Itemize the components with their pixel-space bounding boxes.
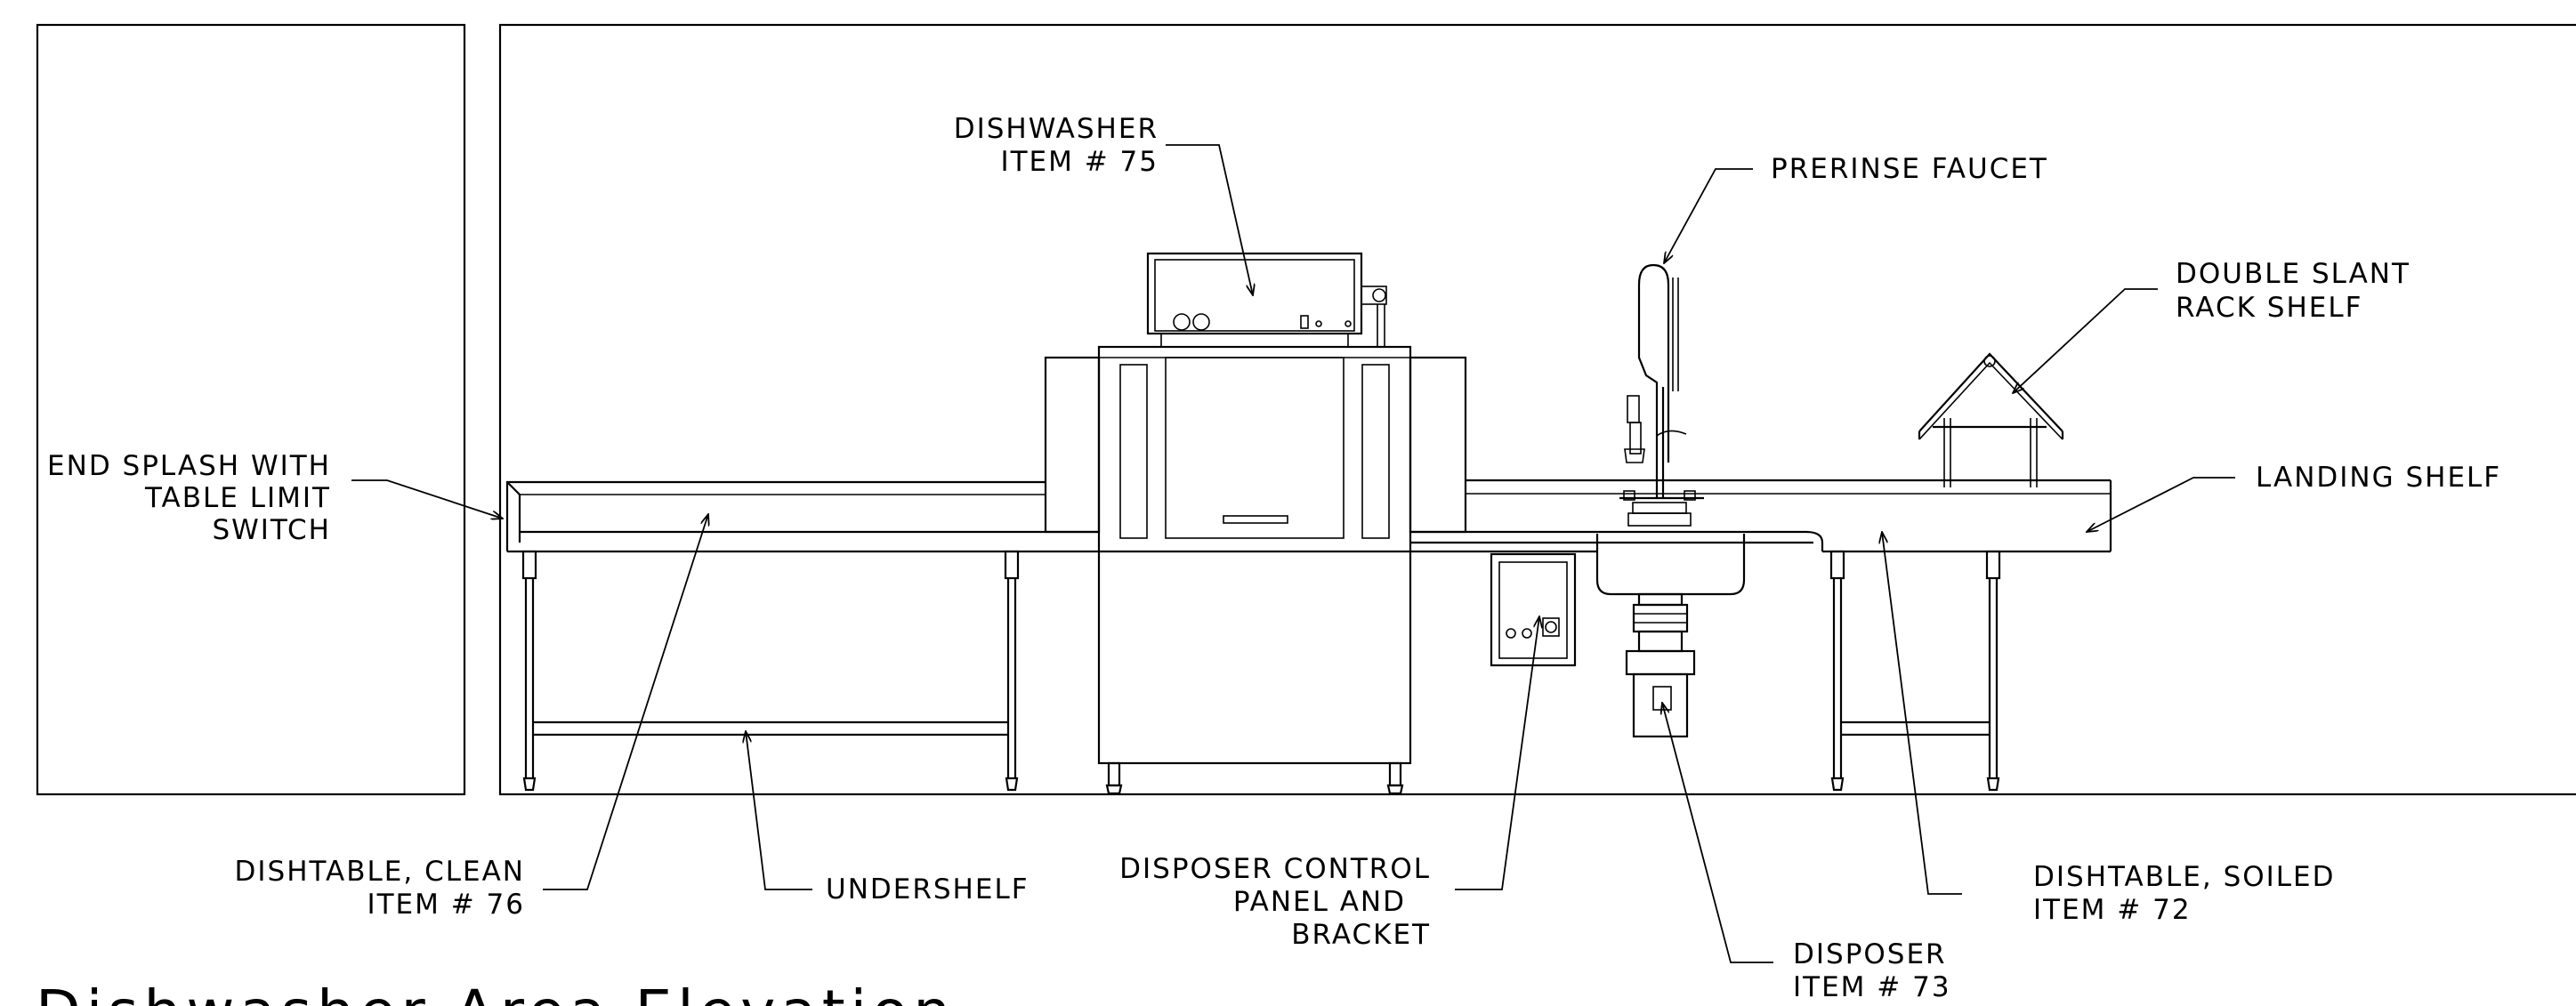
label-dishtable-clean-line2: ITEM # 76 bbox=[367, 889, 525, 921]
label-dishtable-clean-line1: DISHTABLE, CLEAN bbox=[235, 856, 525, 888]
dishtable-soiled bbox=[1410, 479, 2112, 792]
label-landing-shelf: LANDING SHELF bbox=[2256, 462, 2501, 494]
label-dishtable-clean: DISHTABLE, CLEAN ITEM # 76 bbox=[235, 856, 525, 921]
label-disposer-control-panel: DISPOSER CONTROL PANEL AND BRACKET bbox=[1119, 853, 1431, 951]
label-rack-shelf-line2: RACK SHELF bbox=[2176, 292, 2362, 324]
label-disposer-line1: DISPOSER bbox=[1793, 938, 1947, 970]
disposer-control-panel bbox=[1490, 552, 1577, 667]
dishtable-clean bbox=[505, 480, 1099, 792]
label-undershelf-line1: UNDERSHELF bbox=[826, 873, 1030, 905]
label-end-splash-line2: TABLE LIMIT bbox=[144, 482, 331, 514]
double-slant-rack-shelf bbox=[1918, 352, 2064, 487]
label-dishtable-soiled-line1: DISHTABLE, SOILED bbox=[2033, 861, 2336, 893]
label-dishtable-soiled-line2: ITEM # 72 bbox=[2033, 894, 2192, 926]
label-end-splash-line1: END SPLASH WITH bbox=[47, 450, 331, 482]
label-disposer-line2: ITEM # 73 bbox=[1793, 971, 1951, 1003]
leader-lines bbox=[351, 144, 2235, 963]
label-dishwasher-line1: DISHWASHER bbox=[954, 113, 1159, 145]
drawing-title: Dishwasher Area Elevation bbox=[36, 978, 956, 1006]
left-wall-panel bbox=[36, 23, 466, 796]
label-dishwasher: DISHWASHER ITEM # 75 bbox=[954, 113, 1159, 178]
prerinse-faucet bbox=[1619, 263, 1704, 527]
label-double-slant-rack-shelf: DOUBLE SLANT RACK SHELF bbox=[2176, 258, 2410, 324]
label-undershelf: UNDERSHELF bbox=[826, 873, 1030, 905]
label-end-splash-line3: SWITCH bbox=[212, 514, 331, 546]
disposer-unit bbox=[1625, 592, 1696, 738]
label-dishtable-soiled: DISHTABLE, SOILED ITEM # 72 bbox=[2033, 861, 2336, 926]
back-wall-panel bbox=[498, 23, 2576, 796]
label-end-splash: END SPLASH WITH TABLE LIMIT SWITCH bbox=[47, 450, 331, 546]
label-landing-shelf-line1: LANDING SHELF bbox=[2256, 462, 2501, 494]
label-disposer-control-line1: DISPOSER CONTROL bbox=[1119, 853, 1431, 885]
label-dishwasher-line2: ITEM # 75 bbox=[1000, 146, 1159, 178]
label-disposer-control-line2: PANEL AND bbox=[1233, 886, 1406, 918]
label-rack-shelf-line1: DOUBLE SLANT bbox=[2176, 258, 2410, 290]
label-prerinse-faucet: PRERINSE FAUCET bbox=[1771, 153, 2048, 185]
label-disposer-control-line3: BRACKET bbox=[1291, 919, 1431, 951]
dishwasher-unit bbox=[1044, 252, 1467, 795]
label-disposer: DISPOSER ITEM # 73 bbox=[1793, 938, 1951, 1003]
label-prerinse-faucet-line1: PRERINSE FAUCET bbox=[1771, 153, 2048, 185]
